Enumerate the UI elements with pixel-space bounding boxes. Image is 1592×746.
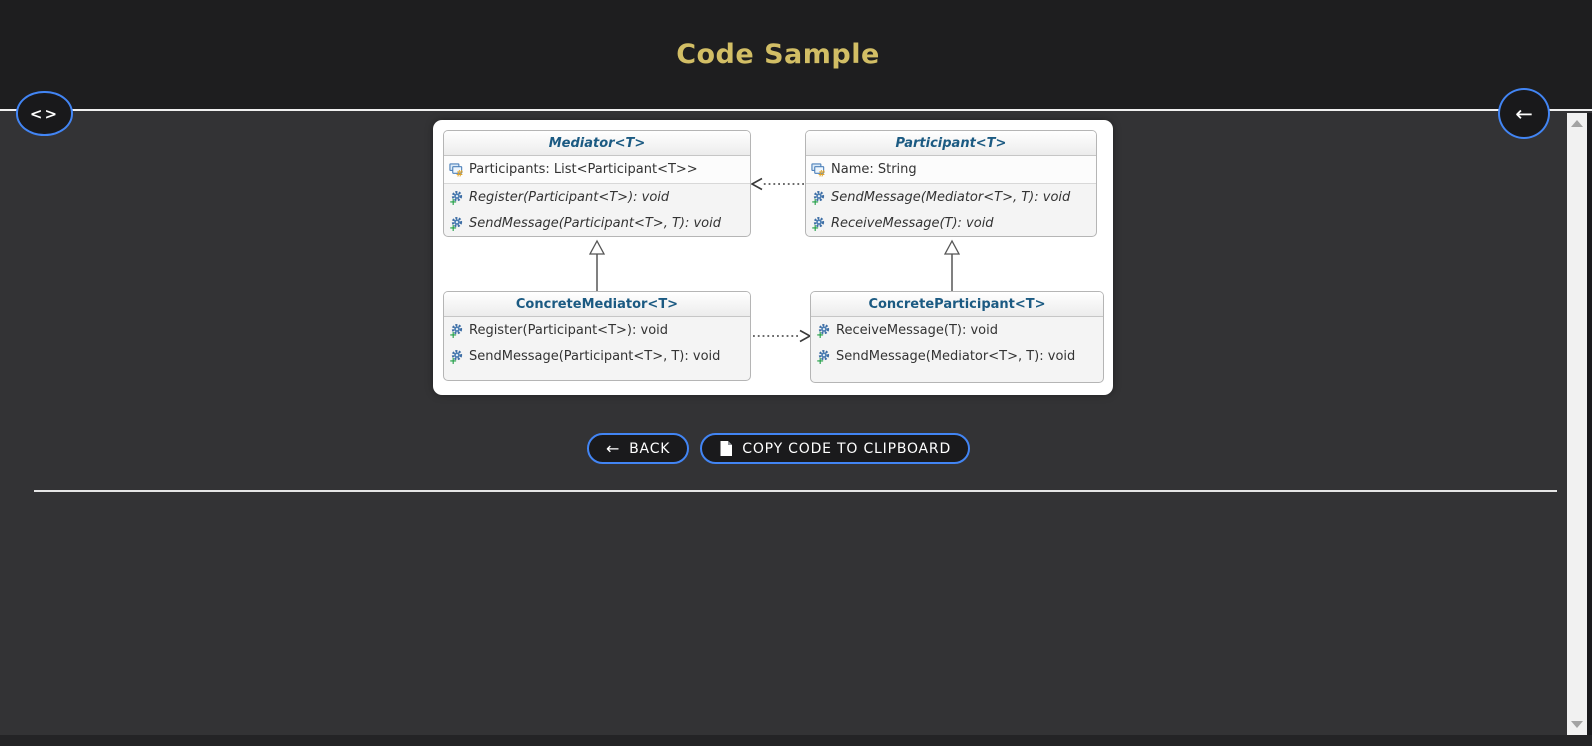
method-text: SendMessage(Participant<T>, T): void bbox=[469, 348, 721, 364]
method-icon bbox=[449, 190, 463, 205]
method-row: ReceiveMessage(T): void bbox=[811, 317, 1103, 343]
method-text: Register(Participant<T>): void bbox=[469, 189, 670, 205]
uml-class-concrete-mediator: ConcreteMediator<T> Register(Participant… bbox=[443, 291, 751, 381]
property-icon bbox=[811, 163, 826, 177]
uml-class-mediator: Mediator<T> Participants: List<Participa… bbox=[443, 130, 751, 237]
page-header: Code Sample bbox=[0, 0, 1592, 111]
action-buttons: ← BACK COPY CODE TO CLIPBOARD bbox=[0, 433, 1557, 464]
method-icon bbox=[449, 216, 463, 231]
method-row: Register(Participant<T>): void bbox=[444, 317, 750, 343]
method-row: SendMessage(Mediator<T>, T): void bbox=[811, 343, 1103, 369]
method-text: ReceiveMessage(T): void bbox=[836, 322, 998, 338]
view-code-button[interactable]: <> bbox=[16, 91, 73, 136]
method-text: SendMessage(Participant<T>, T): void bbox=[469, 215, 721, 231]
class-methods: Register(Participant<T>): void SendMessa… bbox=[444, 184, 750, 236]
bottom-edge bbox=[0, 735, 1592, 746]
copy-document-icon bbox=[720, 441, 733, 456]
property-icon bbox=[449, 163, 464, 177]
navigate-back-button[interactable]: ← bbox=[1498, 88, 1550, 139]
class-title: Participant<T> bbox=[806, 131, 1096, 156]
back-arrow-icon: ← bbox=[605, 439, 621, 458]
method-text: SendMessage(Mediator<T>, T): void bbox=[831, 189, 1071, 205]
class-properties: Name: String bbox=[806, 156, 1096, 184]
method-row: ReceiveMessage(T): void bbox=[806, 210, 1096, 236]
method-icon bbox=[816, 349, 830, 364]
class-methods: Register(Participant<T>): void SendMessa… bbox=[444, 317, 750, 369]
method-text: Register(Participant<T>): void bbox=[469, 322, 669, 338]
code-icon: <> bbox=[29, 104, 60, 123]
scroll-down-icon bbox=[1571, 721, 1583, 728]
class-methods: ReceiveMessage(T): void SendMessage(Medi… bbox=[811, 317, 1103, 369]
class-properties: Participants: List<Participant<T>> bbox=[444, 156, 750, 184]
scroll-down-button[interactable] bbox=[1567, 716, 1587, 733]
uml-class-concrete-participant: ConcreteParticipant<T> ReceiveMessage(T)… bbox=[810, 291, 1104, 383]
method-icon bbox=[811, 216, 825, 231]
copy-code-button[interactable]: COPY CODE TO CLIPBOARD bbox=[700, 433, 971, 464]
property-row: Participants: List<Participant<T>> bbox=[444, 156, 750, 183]
back-button-label: BACK bbox=[629, 440, 671, 457]
back-button[interactable]: ← BACK bbox=[586, 433, 690, 464]
method-icon bbox=[811, 190, 825, 205]
uml-diagram-panel: Mediator<T> Participants: List<Participa… bbox=[433, 120, 1113, 395]
back-arrow-icon: ← bbox=[1515, 101, 1533, 126]
class-title: ConcreteMediator<T> bbox=[444, 292, 750, 317]
class-methods: SendMessage(Mediator<T>, T): void Receiv… bbox=[806, 184, 1096, 236]
method-icon bbox=[449, 323, 463, 338]
uml-class-participant: Participant<T> Name: String SendMessage(… bbox=[805, 130, 1097, 237]
property-row: Name: String bbox=[806, 156, 1096, 183]
method-text: SendMessage(Mediator<T>, T): void bbox=[836, 348, 1076, 364]
property-text: Name: String bbox=[831, 162, 917, 177]
method-row: SendMessage(Participant<T>, T): void bbox=[444, 210, 750, 236]
method-row: SendMessage(Mediator<T>, T): void bbox=[806, 184, 1096, 210]
section-divider bbox=[34, 490, 1557, 492]
copy-button-label: COPY CODE TO CLIPBOARD bbox=[742, 440, 952, 457]
scroll-up-button[interactable] bbox=[1567, 115, 1587, 132]
scroll-up-icon bbox=[1571, 120, 1583, 127]
class-title: Mediator<T> bbox=[444, 131, 750, 156]
method-icon bbox=[449, 349, 463, 364]
vertical-scrollbar[interactable] bbox=[1567, 113, 1587, 735]
method-row: SendMessage(Participant<T>, T): void bbox=[444, 343, 750, 369]
window-edge bbox=[1587, 113, 1592, 735]
method-icon bbox=[816, 323, 830, 338]
method-row: Register(Participant<T>): void bbox=[444, 184, 750, 210]
class-title: ConcreteParticipant<T> bbox=[811, 292, 1103, 317]
page-title: Code Sample bbox=[676, 39, 880, 70]
method-text: ReceiveMessage(T): void bbox=[831, 215, 994, 231]
property-text: Participants: List<Participant<T>> bbox=[469, 162, 698, 177]
